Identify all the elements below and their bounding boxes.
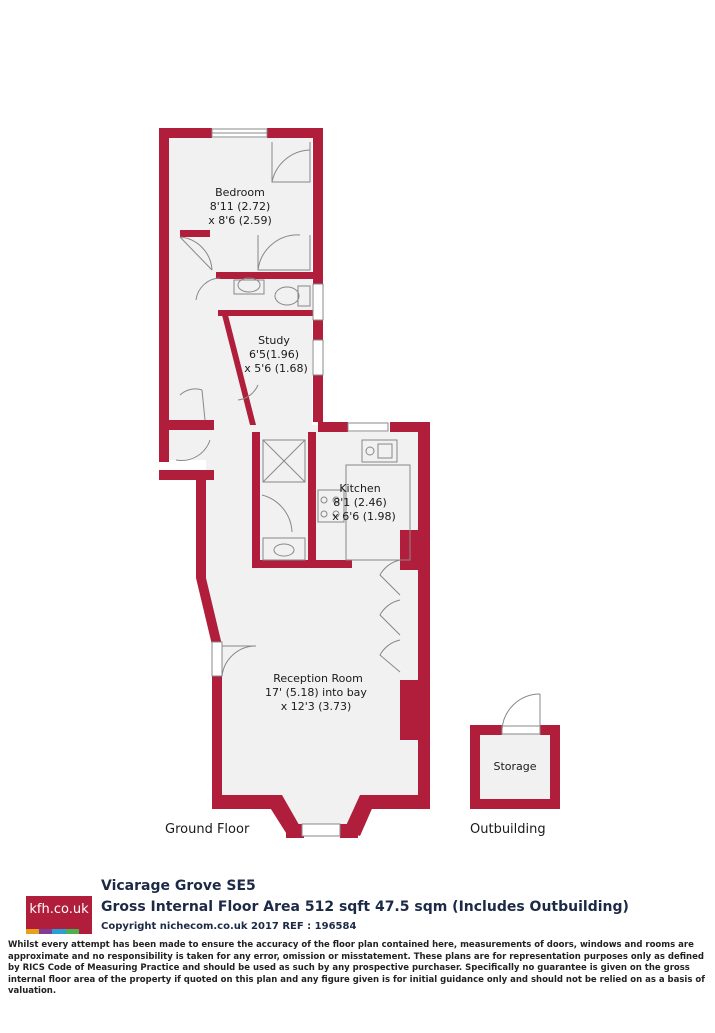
logo-stripe — [39, 929, 53, 934]
logo-stripe — [78, 929, 93, 934]
kitchen-dim1: 8'1 (2.46) — [333, 496, 387, 509]
bedroom-dim1: 8'11 (2.72) — [210, 200, 271, 213]
logo-stripe — [52, 929, 66, 934]
bedroom-dim2: x 8'6 (2.59) — [208, 214, 272, 227]
logo-stripes — [26, 929, 93, 934]
bedroom-name: Bedroom — [215, 186, 265, 199]
disclaimer: Whilst every attempt has been made to en… — [8, 940, 705, 996]
reception-dim2: x 12'3 (3.73) — [281, 700, 352, 713]
fixtures — [175, 128, 541, 837]
reception-dim1: 17' (5.18) into bay — [265, 686, 367, 699]
copyright: Copyright nichecom.co.uk 2017 REF : 1965… — [101, 921, 357, 932]
study-dim1: 6'5(1.96) — [249, 348, 299, 361]
walls — [159, 128, 560, 838]
floor-area: Gross Internal Floor Area 512 sqft 47.5 … — [101, 899, 629, 915]
outbuilding-label: Outbuilding — [470, 822, 546, 837]
logo-text: kfh.co.uk — [29, 902, 89, 917]
floor-areas — [168, 138, 552, 825]
ground-floor-label: Ground Floor — [165, 822, 250, 837]
study-dim2: x 5'6 (1.68) — [244, 362, 308, 375]
logo-stripe — [26, 929, 40, 934]
storage-name: Storage — [493, 760, 536, 773]
kfh-logo: kfh.co.uk — [26, 896, 93, 934]
study-name: Study — [258, 334, 290, 347]
logo-stripe — [65, 929, 79, 934]
kitchen-dim2: x 6'6 (1.98) — [332, 510, 396, 523]
kitchen-name: Kitchen — [339, 482, 380, 495]
property-address: Vicarage Grove SE5 — [101, 878, 256, 894]
reception-name: Reception Room — [273, 672, 363, 685]
floor-plan: Bedroom 8'11 (2.72) x 8'6 (2.59) Study 6… — [159, 128, 560, 838]
